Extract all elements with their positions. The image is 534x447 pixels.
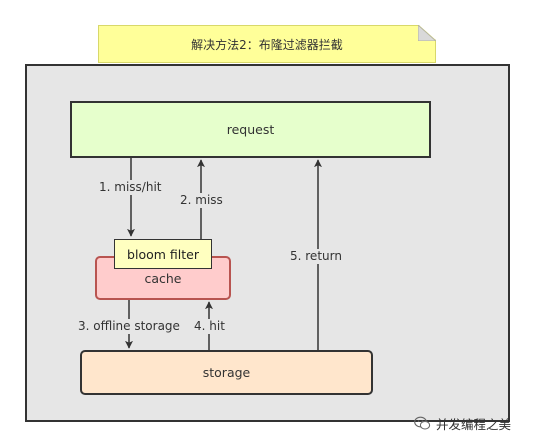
edge-label-hit: 4. hit [193, 319, 226, 334]
edge-label-offline-storage: 3. offline storage [77, 319, 181, 334]
note-fold-corner [418, 25, 436, 41]
request-node: request [70, 101, 431, 158]
cache-label: cache [144, 271, 182, 286]
watermark-text: 并发编程之美 [436, 417, 512, 432]
bloom-filter-label: bloom filter [127, 246, 199, 262]
edge-label-miss: 2. miss [179, 193, 224, 208]
edge-label-miss-hit: 1. miss/hit [98, 180, 163, 195]
title-note: 解决方法2：布隆过滤器拦截 [98, 25, 436, 63]
request-label: request [226, 122, 275, 137]
bloom-filter-node: bloom filter [114, 239, 212, 269]
watermark: 并发编程之美 [414, 414, 511, 433]
storage-label: storage [202, 365, 251, 380]
edge-label-return: 5. return [289, 249, 343, 264]
wechat-icon [414, 416, 431, 430]
title-note-text: 解决方法2：布隆过滤器拦截 [191, 37, 343, 52]
storage-node: storage [80, 350, 373, 395]
